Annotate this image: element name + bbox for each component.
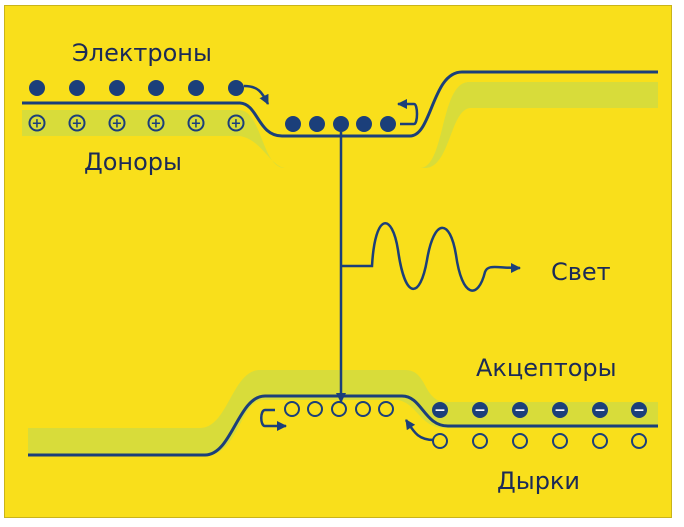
hole xyxy=(552,433,568,449)
donor-sign-1: + xyxy=(72,117,83,132)
valence-band-edge xyxy=(28,394,658,457)
electron xyxy=(333,116,349,132)
acceptor-ions: − − − − − − xyxy=(432,402,647,419)
acceptor-sign-4: − xyxy=(594,403,606,419)
donor-ion: + xyxy=(68,114,86,132)
donor-sign-5: + xyxy=(231,117,242,132)
hole-injection-arrow xyxy=(404,419,435,442)
valence-band-shade xyxy=(28,370,658,456)
electron xyxy=(148,80,164,96)
hole xyxy=(331,401,347,417)
acceptor-ion: − xyxy=(592,402,608,419)
acceptor-sign-2: − xyxy=(514,403,526,419)
acceptor-sign-3: − xyxy=(554,403,566,419)
donor-ion: + xyxy=(147,114,165,132)
acceptor-ion: − xyxy=(552,402,568,419)
conduction-band-shade xyxy=(22,82,658,168)
donor-sign-3: + xyxy=(151,117,162,132)
donor-sign-2: + xyxy=(112,117,123,132)
donor-ions: + + + + + + xyxy=(28,114,245,132)
acceptors-label: Акцепторы xyxy=(476,354,617,382)
acceptor-ion: − xyxy=(512,402,528,419)
acceptor-sign-0: − xyxy=(434,403,446,419)
donors-label: Доноры xyxy=(84,148,182,176)
acceptor-sign-1: − xyxy=(474,403,486,419)
hole xyxy=(307,401,323,417)
electron xyxy=(188,80,204,96)
electron xyxy=(309,116,325,132)
donor-ion: + xyxy=(227,114,245,132)
holes-label: Дырки xyxy=(497,467,581,495)
well-electrons xyxy=(285,116,396,132)
electron xyxy=(380,116,396,132)
hole xyxy=(472,433,488,449)
electron xyxy=(285,116,301,132)
well-holes xyxy=(284,401,394,417)
donor-ion: + xyxy=(187,114,205,132)
n-side-electrons xyxy=(29,80,244,96)
light-label: Свет xyxy=(551,258,611,286)
electron xyxy=(69,80,85,96)
hole xyxy=(355,401,371,417)
donor-ion: + xyxy=(108,114,126,132)
acceptor-sign-5: − xyxy=(633,403,645,419)
acceptor-ion: − xyxy=(631,402,647,419)
acceptor-ion: − xyxy=(432,402,448,419)
hole xyxy=(432,433,448,449)
hole-reflection-arrow xyxy=(260,408,287,431)
hole xyxy=(631,433,647,449)
hole xyxy=(378,401,394,417)
hole xyxy=(592,433,608,449)
electron xyxy=(356,116,372,132)
light-wave xyxy=(341,221,521,292)
conduction-band-edge xyxy=(22,70,658,138)
donor-ion: + xyxy=(28,114,46,132)
electron xyxy=(228,80,244,96)
electrons-label: Электроны xyxy=(72,39,212,67)
hole xyxy=(512,433,528,449)
electron xyxy=(109,80,125,96)
electron-injection-arrow xyxy=(243,84,270,105)
donor-sign-4: + xyxy=(191,117,202,132)
hole xyxy=(284,401,300,417)
donor-sign-0: + xyxy=(32,117,43,132)
electron-reflection-arrow xyxy=(397,99,419,126)
electron xyxy=(29,80,45,96)
acceptor-ion: − xyxy=(472,402,488,419)
p-side-holes xyxy=(432,433,647,449)
